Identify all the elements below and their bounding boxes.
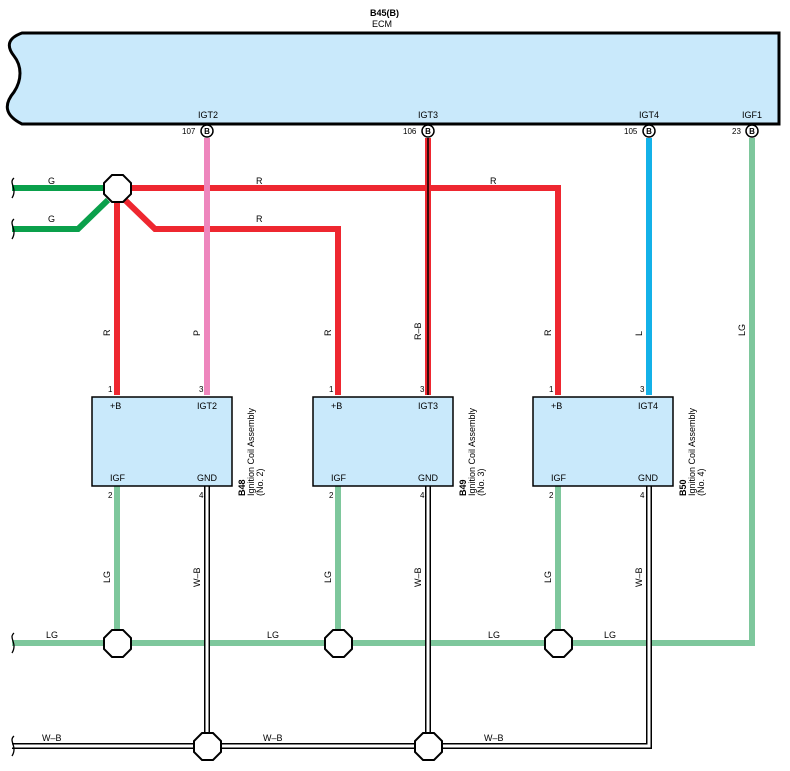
splice-lg-3 — [544, 629, 573, 658]
svg-text:GND: GND — [418, 473, 439, 483]
svg-text:105: 105 — [624, 127, 638, 136]
ecm-name: ECM — [372, 19, 392, 29]
svg-text:R: R — [490, 176, 497, 186]
wire-r-mid — [122, 197, 341, 395]
svg-text:LG: LG — [543, 571, 553, 583]
svg-text:4: 4 — [420, 491, 425, 500]
svg-text:IGF: IGF — [331, 473, 347, 483]
svg-text:W–B: W–B — [192, 567, 202, 587]
svg-text:LG: LG — [323, 571, 333, 583]
svg-text:P: P — [192, 330, 202, 336]
svg-text:B: B — [646, 127, 652, 136]
svg-text:B50: B50 — [678, 479, 688, 496]
svg-text:23: 23 — [732, 127, 741, 136]
svg-text:4: 4 — [640, 491, 645, 500]
splice-g-r — [103, 174, 132, 203]
svg-text:LG: LG — [102, 571, 112, 583]
svg-text:1: 1 — [329, 385, 334, 394]
svg-text:4: 4 — [199, 491, 204, 500]
svg-text:R: R — [543, 329, 553, 336]
ecm-pin-igt4: IGT4 105 B — [624, 110, 659, 138]
svg-text:B49: B49 — [458, 479, 468, 496]
svg-text:2: 2 — [108, 491, 113, 500]
svg-text:(No. 2): (No. 2) — [255, 468, 265, 496]
svg-text:(No. 3): (No. 3) — [476, 468, 486, 496]
splice-wb-1 — [193, 732, 222, 761]
coil-b49: 1 3 +B IGT3 IGF GND 2 4 B49 Ignition Coi… — [312, 385, 486, 500]
svg-text:IGF1: IGF1 — [742, 110, 762, 120]
ecm-pin-igt2: IGT2 107 B — [182, 110, 218, 138]
svg-text:W–B: W–B — [42, 733, 62, 743]
svg-text:IGT3: IGT3 — [418, 110, 438, 120]
svg-text:3: 3 — [199, 385, 204, 394]
ecm-pin-igt3: IGT3 106 B — [403, 110, 438, 138]
wire-r-top — [130, 185, 561, 395]
svg-text:3: 3 — [420, 385, 425, 394]
svg-text:IGT2: IGT2 — [197, 401, 217, 411]
svg-text:+B: +B — [551, 401, 562, 411]
svg-text:Ignition Coil Assembly: Ignition Coil Assembly — [467, 407, 477, 496]
coil-b50: 1 3 +B IGT4 IGF GND 2 4 B50 Ignition Coi… — [532, 385, 706, 500]
svg-text:R–B: R–B — [413, 322, 423, 340]
svg-text:GND: GND — [638, 473, 659, 483]
svg-text:3: 3 — [640, 385, 645, 394]
ecm-code: B45(B) — [370, 8, 399, 18]
wire-labels: G G R R R R P R R–B R L LG LG W–B LG W–B… — [42, 176, 747, 743]
svg-text:+B: +B — [110, 401, 121, 411]
svg-text:B: B — [204, 127, 210, 136]
svg-text:LG: LG — [488, 630, 500, 640]
svg-text:B: B — [425, 127, 431, 136]
svg-text:LG: LG — [267, 630, 279, 640]
svg-text:IGT4: IGT4 — [639, 110, 659, 120]
svg-text:R: R — [102, 329, 112, 336]
svg-text:R: R — [256, 176, 263, 186]
svg-text:R: R — [323, 329, 333, 336]
svg-text:LG: LG — [46, 630, 58, 640]
svg-text:G: G — [48, 214, 55, 224]
svg-text:W–B: W–B — [413, 567, 423, 587]
ecm-box — [5, 31, 781, 126]
svg-text:IGT2: IGT2 — [198, 110, 218, 120]
splice-lg-2 — [324, 629, 353, 658]
svg-text:IGF: IGF — [551, 473, 567, 483]
cut-marks — [11, 177, 15, 757]
svg-text:L: L — [634, 331, 644, 336]
svg-text:W–B: W–B — [263, 733, 283, 743]
svg-text:1: 1 — [549, 385, 554, 394]
svg-text:GND: GND — [197, 473, 218, 483]
splice-lg-1 — [103, 629, 132, 658]
svg-text:LG: LG — [737, 324, 747, 336]
svg-text:Ignition Coil Assembly: Ignition Coil Assembly — [687, 407, 697, 496]
wire-wb-b50 — [441, 485, 652, 749]
wire-g-lower — [12, 197, 111, 232]
svg-text:IGT3: IGT3 — [418, 401, 438, 411]
svg-text:G: G — [48, 176, 55, 186]
splice-wb-2 — [414, 732, 443, 761]
ecm-pin-igf1: IGF1 23 B — [732, 110, 762, 138]
svg-text:2: 2 — [329, 491, 334, 500]
splice-junctions — [103, 174, 573, 761]
svg-text:W–B: W–B — [484, 733, 504, 743]
svg-text:106: 106 — [403, 127, 417, 136]
svg-text:LG: LG — [604, 630, 616, 640]
svg-text:B48: B48 — [237, 479, 247, 496]
svg-text:IGF: IGF — [110, 473, 126, 483]
svg-text:107: 107 — [182, 127, 196, 136]
svg-text:Ignition Coil Assembly: Ignition Coil Assembly — [246, 407, 256, 496]
svg-text:(No. 4): (No. 4) — [696, 468, 706, 496]
svg-text:B: B — [749, 127, 755, 136]
svg-text:IGT4: IGT4 — [638, 401, 658, 411]
svg-text:R: R — [256, 214, 263, 224]
svg-text:+B: +B — [331, 401, 342, 411]
svg-text:W–B: W–B — [634, 567, 644, 587]
coil-b48: 1 3 +B IGT2 IGF GND 2 4 B48 Ignition Coi… — [91, 385, 265, 500]
svg-text:1: 1 — [108, 385, 113, 394]
svg-text:2: 2 — [549, 491, 554, 500]
